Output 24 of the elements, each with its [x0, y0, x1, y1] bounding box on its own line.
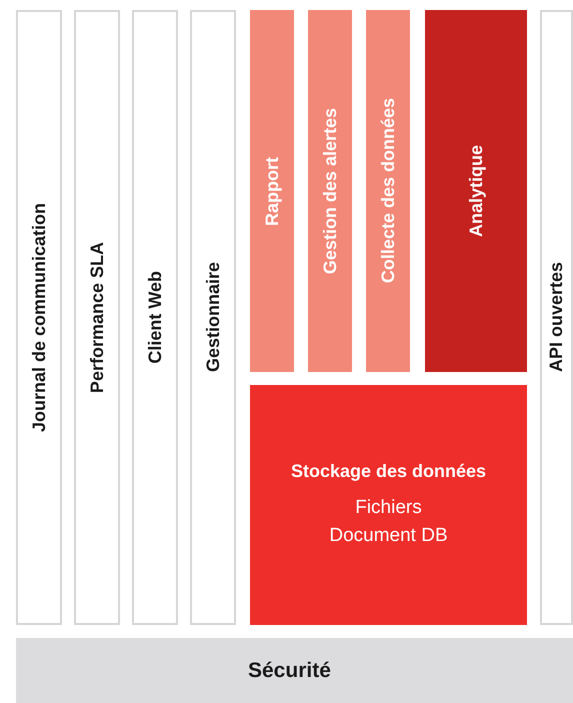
panel-heading: Stockage des données — [290, 460, 486, 482]
module-column — [132, 10, 178, 625]
module-column — [366, 10, 410, 372]
module-label: Journal de communication — [28, 202, 50, 432]
module-column — [190, 10, 236, 625]
module-column — [74, 10, 120, 625]
module-label: Gestion des alertes — [320, 108, 340, 274]
module-label: Gestionnaire — [202, 262, 224, 373]
module-label: Rapport — [262, 156, 282, 226]
storage-panel — [250, 385, 527, 625]
module-column — [16, 10, 62, 625]
bar-label: Sécurité — [248, 658, 331, 682]
module-label: Collecte des données — [378, 98, 398, 284]
module-label: API ouvertes — [546, 262, 567, 373]
module-column — [425, 10, 527, 372]
module-column — [308, 10, 352, 372]
module-column — [250, 10, 294, 372]
security-bar — [16, 638, 573, 703]
module-label: Performance SLA — [86, 242, 108, 394]
list-item: Document DB — [329, 524, 448, 548]
module-column — [540, 10, 573, 625]
module-label: Client Web — [144, 271, 166, 364]
module-label: Analytique — [466, 144, 486, 237]
list-item: Fichiers — [355, 496, 422, 520]
